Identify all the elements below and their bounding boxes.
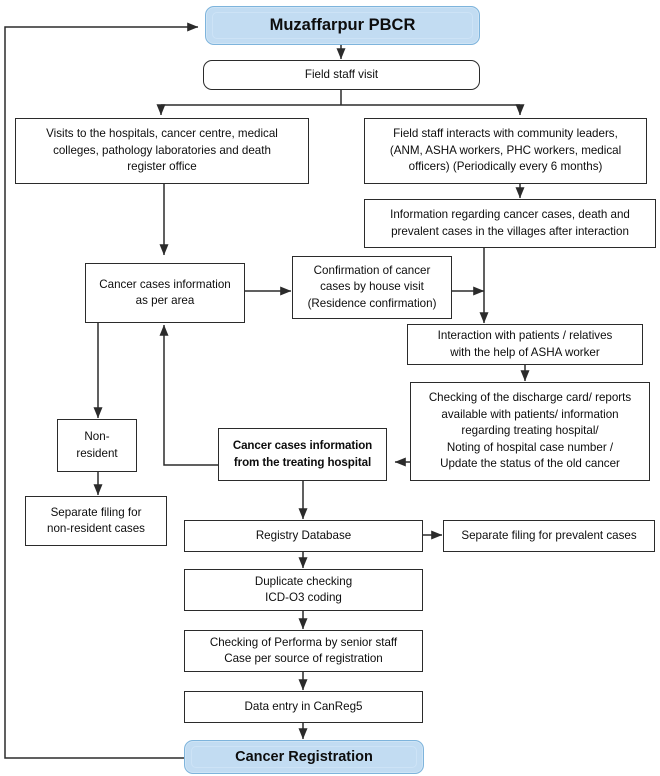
node-label: Separate filing for prevalent cases <box>461 528 637 542</box>
node-field-staff-interacts[interactable]: Field staff interacts with community lea… <box>364 118 647 184</box>
node-label: Field staff visit <box>304 67 379 81</box>
node-label: Visits to the hospitals, cancer centre, … <box>46 127 278 174</box>
node-label: Muzaffarpur PBCR <box>269 15 416 34</box>
edge-treating-hospital-to-area <box>159 324 218 466</box>
node-label: Registry Database <box>255 528 352 542</box>
node-visits-hospitals[interactable]: Visits to the hospitals, cancer centre, … <box>15 118 309 184</box>
node-field-staff-visit[interactable]: Field staff visit <box>203 60 480 90</box>
node-label: Cancer Registration <box>235 748 373 765</box>
node-non-resident[interactable]: Non-resident <box>57 419 137 472</box>
node-muzaffarpur-pbcr[interactable]: Muzaffarpur PBCR <box>205 6 480 45</box>
node-label: Data entry in CanReg5 <box>244 699 363 713</box>
node-label: Non-resident <box>76 430 118 460</box>
node-cancer-registration[interactable]: Cancer Registration <box>184 740 424 774</box>
node-information-regarding[interactable]: Information regarding cancer cases, deat… <box>364 199 656 248</box>
node-label: Field staff interacts with community lea… <box>389 127 622 174</box>
node-registry-database[interactable]: Registry Database <box>184 520 423 552</box>
node-data-entry-canreg5[interactable]: Data entry in CanReg5 <box>184 691 423 723</box>
node-label: Information regarding cancer cases, deat… <box>390 208 630 238</box>
node-separate-filing-prevalent[interactable]: Separate filing for prevalent cases <box>443 520 655 552</box>
